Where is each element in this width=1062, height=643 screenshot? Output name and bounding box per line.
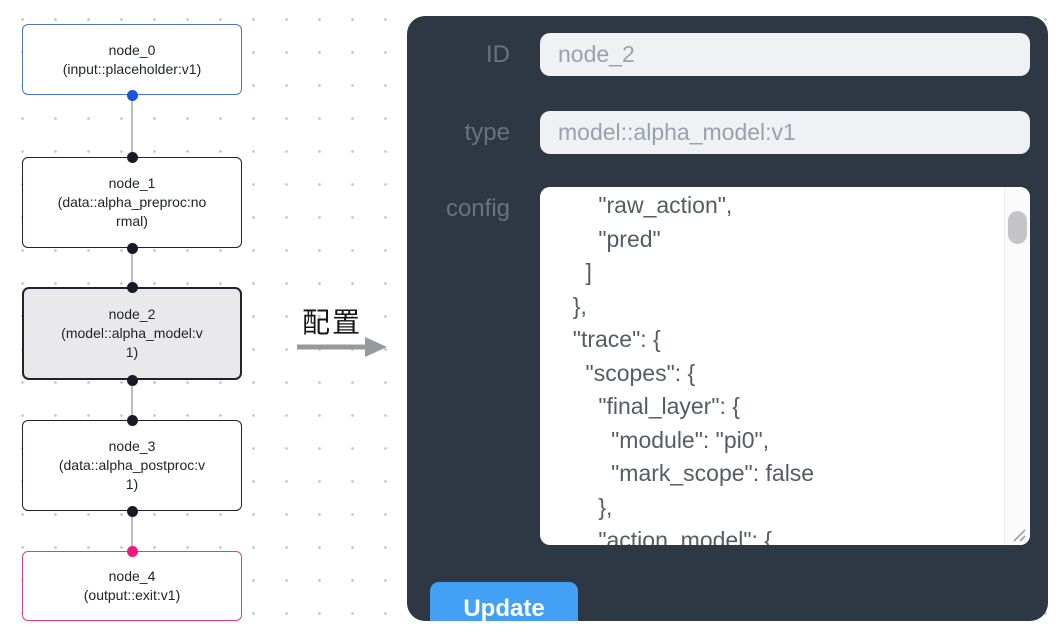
- node-title: node_4: [108, 568, 156, 584]
- node-title: node_3: [108, 438, 156, 454]
- node-title: node_1: [108, 175, 156, 191]
- port-node2-in[interactable]: [126, 281, 138, 293]
- edge-node0-node1: [131, 95, 133, 157]
- id-input[interactable]: [540, 33, 1030, 76]
- resize-handle-icon[interactable]: [1011, 527, 1026, 542]
- flow-node-node_4[interactable]: node_4 (output::exit:v1): [22, 551, 242, 621]
- node-subtitle: (data::alpha_preproc:normal): [57, 194, 207, 229]
- config-textarea[interactable]: "raw_action", "pred" ] }, "trace": { "sc…: [540, 187, 1030, 545]
- config-field-label: config: [445, 195, 510, 222]
- config-json-text: "raw_action", "pred" ] }, "trace": { "sc…: [572, 192, 815, 545]
- port-node3-out[interactable]: [126, 505, 138, 517]
- config-scrollbar[interactable]: [1004, 187, 1030, 545]
- port-node4-in[interactable]: [126, 545, 138, 557]
- edge-node2-node3: [131, 380, 133, 420]
- port-node1-in[interactable]: [126, 151, 138, 163]
- port-node3-in[interactable]: [126, 414, 138, 426]
- config-scrollbar-thumb[interactable]: [1008, 211, 1027, 244]
- flow-node-node_1[interactable]: node_1 (data::alpha_preproc:normal): [22, 157, 242, 248]
- type-input[interactable]: [540, 111, 1030, 154]
- node-title: node_0: [108, 41, 156, 58]
- update-button[interactable]: Update: [430, 582, 578, 621]
- edge-node1-node2: [131, 248, 133, 287]
- flow-node-node_2[interactable]: node_2 (model::alpha_model:v1): [22, 287, 242, 380]
- port-node1-out[interactable]: [126, 242, 138, 254]
- node-subtitle: (input::placeholder:v1): [62, 60, 202, 77]
- edge-node3-node4: [131, 511, 133, 551]
- node-config-panel: ID type config "raw_action", "pred" ] },…: [407, 16, 1048, 621]
- node-subtitle: (data::alpha_postproc:v1): [58, 457, 206, 492]
- id-field-label: ID: [486, 41, 510, 68]
- configure-label: 配置: [301, 307, 362, 338]
- node-subtitle: (output::exit:v1): [83, 587, 181, 603]
- right-arrow-icon: [297, 337, 387, 357]
- node-subtitle: (model::alpha_model:v1): [61, 325, 203, 360]
- type-field-label: type: [464, 119, 510, 146]
- node-title: node_2: [108, 306, 156, 322]
- port-node0-out[interactable]: [126, 89, 138, 101]
- flow-node-node_0[interactable]: node_0 (input::placeholder:v1): [22, 24, 242, 95]
- flow-node-node_3[interactable]: node_3 (data::alpha_postproc:v1): [22, 420, 242, 511]
- port-node2-out[interactable]: [126, 374, 138, 386]
